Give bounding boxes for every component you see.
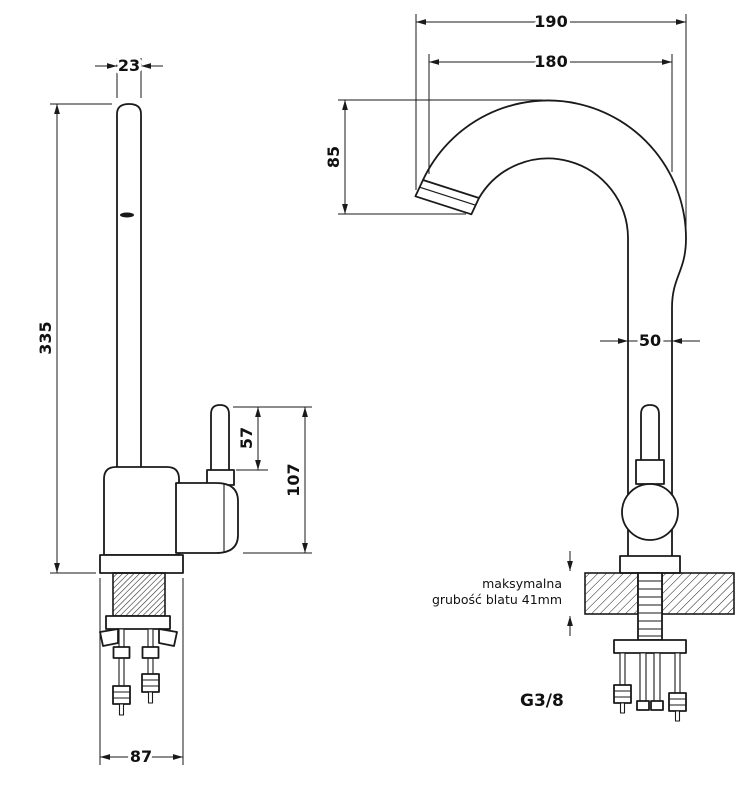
hex-nut-right-front (668, 692, 687, 712)
spout-outer-curve (422, 99, 687, 557)
dim-spout-reach-outer: 190 (415, 9, 687, 232)
dim-label-total-height: 335 (36, 321, 55, 354)
hex-nut-left-front (613, 684, 632, 704)
shank-threads (638, 580, 662, 637)
nut-right (141, 646, 160, 659)
dim-spout-reach-inner: 180 (428, 49, 673, 174)
faucet-body (103, 466, 180, 556)
side-view-faucet-outline (99, 103, 239, 617)
lever-collar-front (635, 459, 665, 485)
stud-tip-right (147, 691, 154, 704)
dim-handle-assembly-height: 107 (243, 407, 312, 554)
dim-label-spout-width: 23 (118, 56, 140, 75)
spout-aerator (414, 179, 480, 216)
cartridge-housing-front (621, 483, 679, 541)
aerator-seam (419, 186, 477, 206)
clamp-wing-right (158, 628, 178, 647)
counter-note-line1: maksymalna (482, 576, 562, 591)
handle-lever (210, 404, 230, 488)
mounting-plate-front (613, 639, 687, 654)
dim-body-width: 50 (600, 328, 700, 353)
base-flange (619, 555, 681, 574)
dim-label-spout-reach-outer: 190 (534, 12, 567, 31)
side-view-mounting-hardware (99, 615, 178, 716)
thread-size-label: G3/8 (520, 691, 564, 711)
countertop-section (584, 572, 735, 641)
front-view: 190 180 85 50 maksymalna grubość blatu 4… (321, 9, 735, 722)
hex-nut-left (112, 685, 131, 705)
counter-thickness-note: maksymalna grubość blatu 41mm (429, 551, 573, 636)
hose-connector-right (650, 700, 664, 711)
dim-lever-height: 57 (233, 406, 312, 471)
stud-right-front (674, 652, 681, 694)
stud-tip-left-front (619, 702, 626, 714)
handle-lever-front (640, 404, 660, 471)
mounting-plate (105, 615, 171, 630)
front-view-mounting-hardware (613, 639, 687, 722)
front-view-faucet-outline (414, 99, 687, 574)
nut-left (112, 646, 131, 659)
dim-label-lever-height: 57 (237, 427, 256, 449)
dim-label-handle-assembly-height: 107 (284, 463, 303, 496)
stud-left-front (619, 652, 626, 686)
threaded-shank (112, 572, 166, 617)
side-view: 23 335 57 107 87 (33, 53, 312, 769)
dim-label-body-width: 50 (639, 331, 661, 350)
spout-pipe (116, 103, 142, 468)
faucet-base (99, 554, 184, 574)
dim-label-base-depth: 87 (130, 747, 152, 766)
counter-note-line2: grubość blatu 41mm (432, 592, 562, 607)
hex-nut-right (141, 673, 160, 693)
supply-hose-left (639, 652, 647, 702)
spout-outlet-mark (120, 212, 134, 218)
stud-tip-left (118, 703, 125, 716)
dim-label-spout-reach-inner: 180 (534, 52, 567, 71)
clamp-wing-left (99, 628, 119, 647)
spout-inner-curve (478, 157, 629, 557)
threaded-shank-front (637, 572, 663, 641)
countertop-left (584, 572, 639, 615)
dim-label-spout-drop-height: 85 (324, 146, 343, 168)
dim-spout-drop-height: 85 (321, 99, 543, 215)
stud-tip-right-front (674, 710, 681, 722)
supply-hose-right (653, 652, 661, 702)
hose-connector-left (636, 700, 650, 711)
dim-spout-width: 23 (95, 53, 163, 98)
dim-total-height: 335 (33, 103, 112, 574)
countertop-right (661, 572, 735, 615)
dim-base-depth: 87 (99, 578, 184, 769)
cartridge-housing (175, 482, 239, 554)
